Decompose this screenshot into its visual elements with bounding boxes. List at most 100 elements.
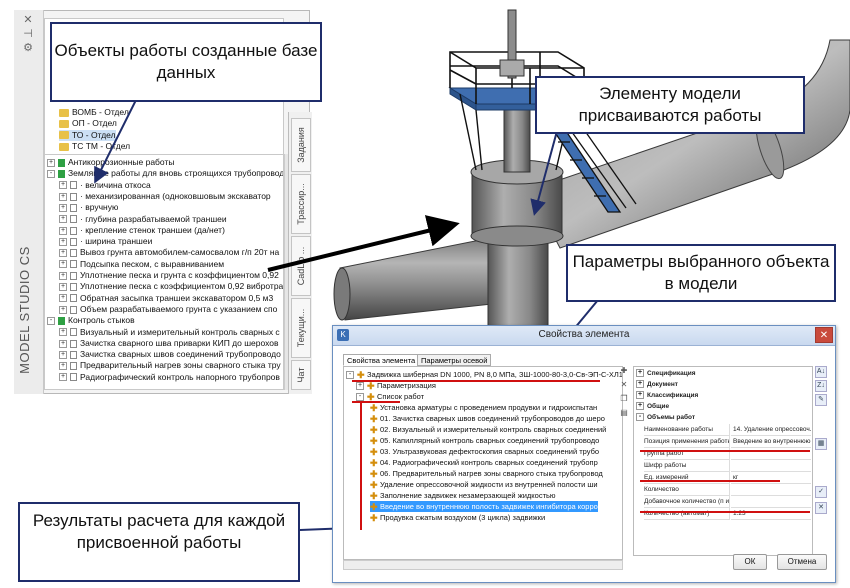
work-item[interactable]: ✚06. Предварительный нагрев зоны сварног… <box>370 468 603 479</box>
expand-toggle[interactable]: + <box>59 328 67 337</box>
property-value[interactable]: 14. Удаление опрессовоч... <box>731 424 811 436</box>
tree-item[interactable]: +Обратная засыпка траншеи экскаватором 0… <box>59 293 273 304</box>
property-row[interactable]: Количество <box>634 484 812 496</box>
property-value[interactable] <box>731 460 811 472</box>
work-item[interactable]: ✚Установка арматуры с проведением продув… <box>370 402 597 413</box>
property-value[interactable] <box>731 484 811 496</box>
tree-item[interactable]: +Антикоррозионные работы <box>47 157 174 168</box>
work-item[interactable]: ✚03. Ультразвуковая дефектоскопия сварны… <box>370 446 599 457</box>
copy-icon[interactable]: ❐ <box>620 394 628 403</box>
expand-toggle[interactable]: + <box>636 369 644 378</box>
expand-toggle[interactable]: + <box>636 402 644 411</box>
property-value[interactable]: 1.23 <box>731 508 811 520</box>
expand-toggle[interactable]: + <box>59 294 67 303</box>
tab-axis-parameters[interactable]: Параметры осевой <box>417 354 492 366</box>
work-item[interactable]: ✚04. Радиографический контроль сварных с… <box>370 457 598 468</box>
tab-chat[interactable]: Чат <box>291 360 311 390</box>
property-value[interactable] <box>731 448 811 460</box>
tree-item[interactable]: +Радиографический контроль напорного тру… <box>59 372 280 383</box>
property-row[interactable]: Шифр работы <box>634 460 812 472</box>
work-item[interactable]: ✚Удаление опрессовочной жидкости из внут… <box>370 479 598 490</box>
property-row[interactable]: Группа работ <box>634 448 812 460</box>
tree-item[interactable]: +· глубина разрабатываемой траншеи <box>59 214 227 225</box>
tree-item[interactable]: +Уплотнение песка с коэффициентом 0,92 в… <box>59 281 283 292</box>
expand-toggle[interactable]: + <box>59 362 67 371</box>
close-button[interactable]: ✕ <box>815 327 833 343</box>
tree-item[interactable]: ТО - Отдел <box>59 129 116 141</box>
tree-item[interactable]: +Уплотнение песка и грунта с коэффициент… <box>59 270 279 281</box>
expand-toggle[interactable]: + <box>59 339 67 348</box>
tree-item[interactable]: +Предварительный нагрев зоны сварного ст… <box>59 360 281 371</box>
expand-toggle[interactable]: + <box>59 260 67 269</box>
work-item[interactable]: ✚Заполнение задвижек незамерзающей жидко… <box>370 490 556 501</box>
properties-grid[interactable]: +Спецификация+Документ+Классификация+Общ… <box>633 366 813 556</box>
expand-toggle[interactable]: + <box>636 391 644 400</box>
property-value[interactable]: кг <box>731 472 811 484</box>
work-item[interactable]: ✚02. Визуальный и измерительный контроль… <box>370 424 606 435</box>
pin-icon[interactable]: ⊣ <box>23 28 33 40</box>
tree-item[interactable]: +· величина откоса <box>59 180 151 191</box>
expand-toggle[interactable]: + <box>59 203 67 212</box>
expand-toggle[interactable]: + <box>59 305 67 314</box>
property-value[interactable]: Введение во внутреннюю... <box>731 436 811 448</box>
work-item[interactable]: ✚Введение во внутреннюю полость задвижек… <box>370 501 598 512</box>
add-icon[interactable]: ✚ <box>620 366 628 375</box>
expand-toggle[interactable]: + <box>59 350 67 359</box>
expand-toggle[interactable]: + <box>59 373 67 382</box>
expand-toggle[interactable]: + <box>636 380 644 389</box>
works-tree[interactable]: +Антикоррозионные работы-Земляные работы… <box>44 154 284 390</box>
work-item[interactable]: ✚05. Капиллярный контроль сварных соедин… <box>370 435 599 446</box>
delete-row-icon[interactable]: ✕ <box>815 502 827 514</box>
tree-item[interactable]: +Объем разрабатываемого грунта с указани… <box>59 304 277 315</box>
tree-item[interactable]: ОП - Отдел <box>59 118 117 129</box>
expand-toggle[interactable]: + <box>59 249 67 258</box>
grid-icon[interactable]: ▦ <box>815 438 827 450</box>
edit-icon[interactable]: ✎ <box>815 394 827 406</box>
expand-toggle[interactable]: + <box>47 158 55 167</box>
tab-element-properties[interactable]: Свойства элемента <box>343 354 420 366</box>
tree-item[interactable]: +· механизированная (одноковшовым экскав… <box>59 191 271 202</box>
tree-item[interactable]: -Земляные работы для вновь строящихся тр… <box>47 168 283 179</box>
paste-icon[interactable]: ▤ <box>620 408 628 417</box>
property-group[interactable]: -Объемы работ <box>634 413 812 423</box>
cancel-button[interactable]: Отмена <box>777 554 827 570</box>
tree-item[interactable]: +Вывоз грунта автомобилем-самосвалом г/п… <box>59 247 279 258</box>
property-row[interactable]: Количество (автомат)1.23 <box>634 508 812 520</box>
tree-item[interactable]: -Контроль стыков <box>47 315 135 326</box>
tree-item[interactable]: +· вручную <box>59 202 118 213</box>
tree-item[interactable]: ВОМБ - Отдел <box>59 107 129 118</box>
tree-item[interactable]: +Подсыпка песком, с выравниванием <box>59 259 224 270</box>
expand-toggle[interactable]: - <box>636 413 644 422</box>
property-value[interactable] <box>731 496 811 508</box>
ok-button[interactable]: ОК <box>733 554 767 570</box>
tab-tasks[interactable]: Задания <box>291 118 311 172</box>
tree-item[interactable]: ТС ТМ - Отдел <box>59 141 130 152</box>
tree-item[interactable]: +Зачистка сварного шва приварки КИП до ш… <box>59 338 279 349</box>
check-icon[interactable]: ✓ <box>815 486 827 498</box>
element-tree[interactable]: -✚Задвижка шиберная DN 1000, PN 8,0 МПа,… <box>343 366 623 560</box>
property-group[interactable]: +Спецификация <box>634 369 812 379</box>
expand-toggle[interactable]: - <box>47 170 55 179</box>
work-item[interactable]: ✚01. Зачистка сварных швов соединений тр… <box>370 413 605 424</box>
tree-item[interactable]: +· ширина траншеи <box>59 236 152 247</box>
tree-item[interactable]: +· крепление стенок траншеи (да/нет) <box>59 225 225 236</box>
property-group[interactable]: +Общие <box>634 402 812 412</box>
work-item[interactable]: ✚Продувка сжатым воздухом (3 цикла) задв… <box>370 512 545 523</box>
property-group[interactable]: +Документ <box>634 380 812 390</box>
settings-icon[interactable]: ⚙ <box>23 42 33 54</box>
tab-current[interactable]: Текущи... <box>291 298 311 358</box>
close-icon[interactable]: ✕ <box>23 14 33 26</box>
sort-za-icon[interactable]: Z↓ <box>815 380 827 392</box>
tab-routing[interactable]: Трассир... <box>291 174 311 234</box>
tree-root[interactable]: -✚Задвижка шиберная DN 1000, PN 8,0 МПа,… <box>346 369 622 380</box>
sort-az-icon[interactable]: A↓ <box>815 366 827 378</box>
tree-works-list[interactable]: -✚Список работ <box>356 391 424 402</box>
expand-toggle[interactable]: + <box>59 215 67 224</box>
tree-horizontal-scrollbar[interactable] <box>343 560 623 570</box>
tree-item[interactable]: +Зачистка сварных швов соединений трубоп… <box>59 349 281 360</box>
expand-toggle[interactable]: + <box>59 271 67 280</box>
delete-icon[interactable]: ✕ <box>620 380 628 389</box>
expand-toggle[interactable]: + <box>59 237 67 246</box>
